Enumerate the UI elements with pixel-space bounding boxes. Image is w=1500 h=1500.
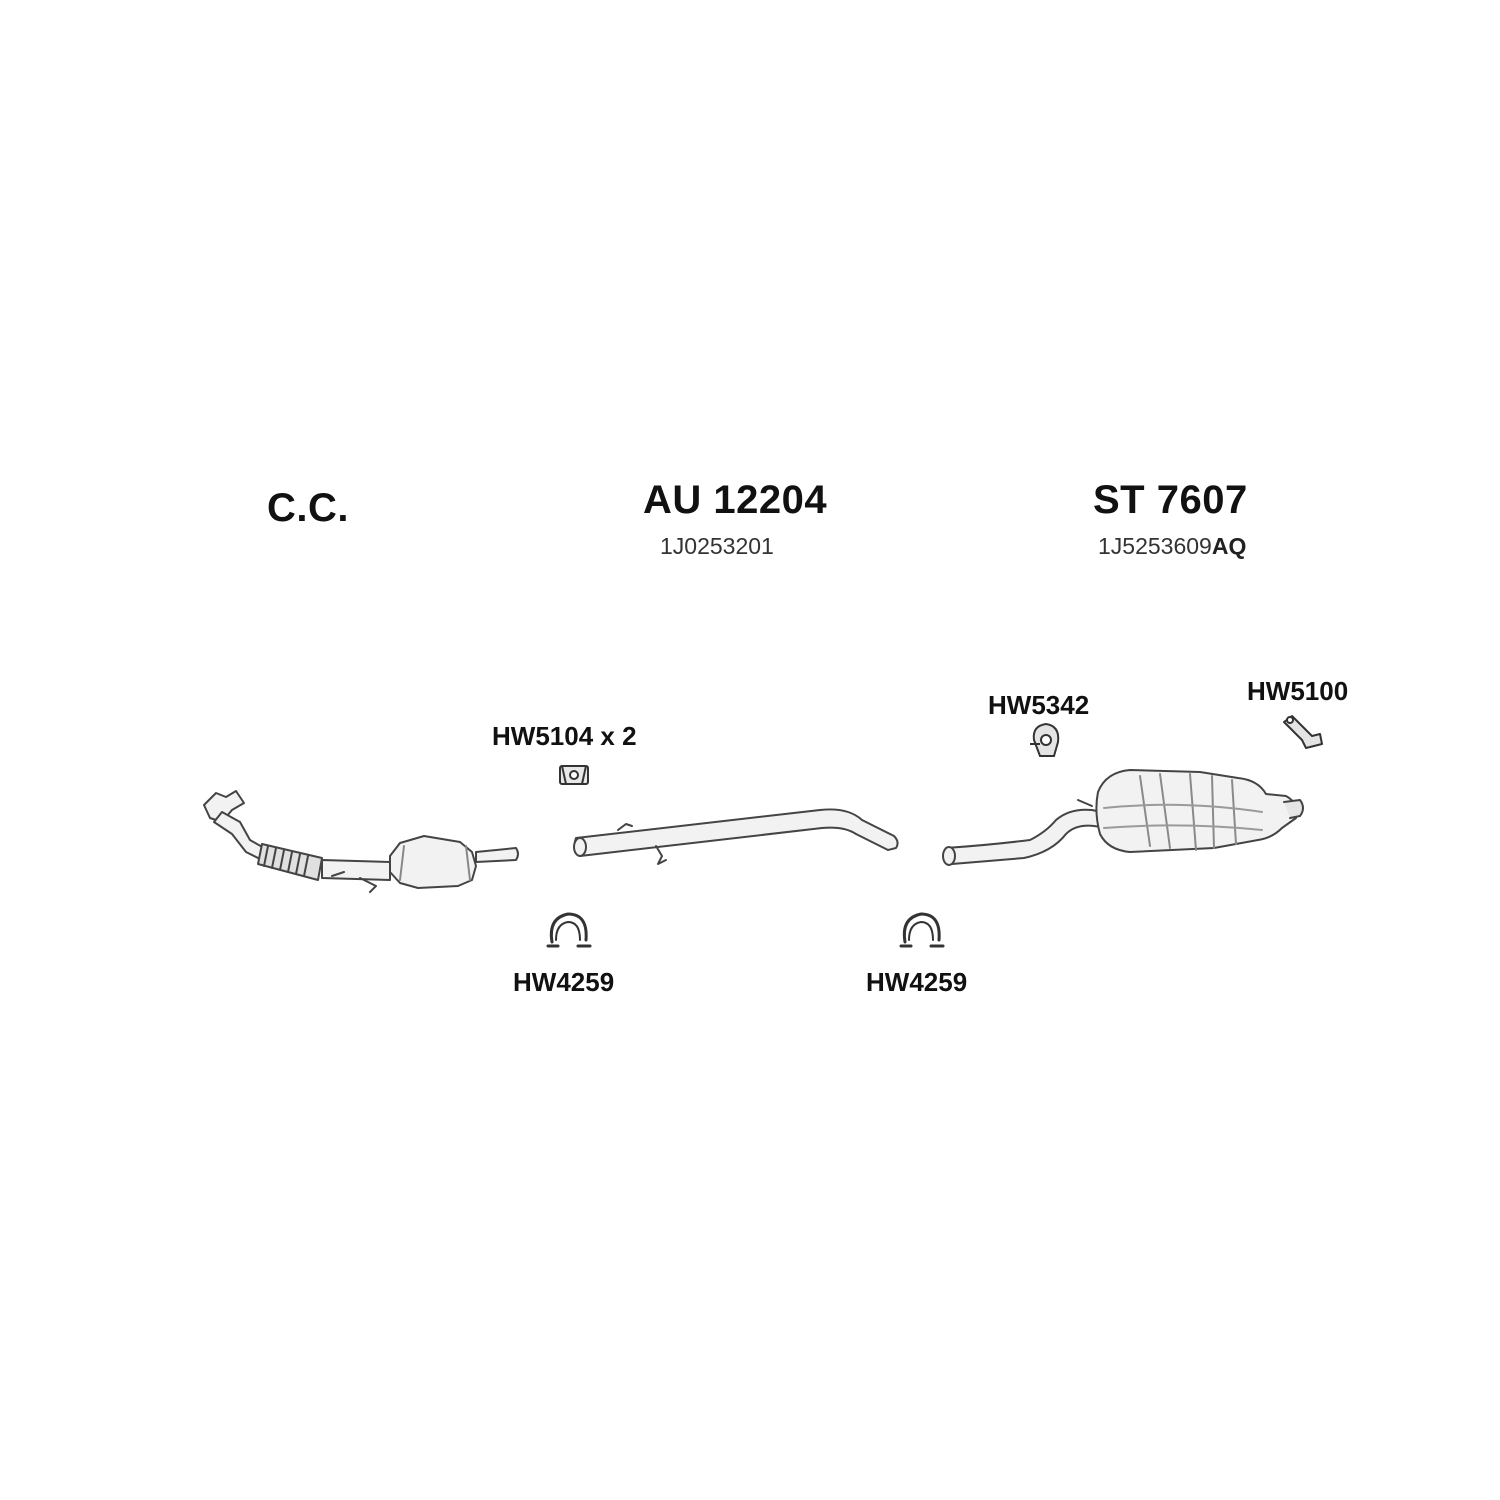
hw5342-rubber-mount-icon: [1030, 724, 1058, 756]
st-part-number-main: 1J5253609: [1098, 533, 1212, 559]
hw5104-hanger-icon: [560, 766, 588, 784]
au-title: AU 12204: [643, 478, 828, 522]
st-title: ST 7607: [1093, 478, 1248, 522]
rear-pipe-silencer: [943, 770, 1303, 865]
st-part-number-suffix: AQ: [1211, 533, 1247, 559]
hw4259-right-label: HW4259: [866, 967, 968, 997]
front-pipe-catalytic-converter: [204, 791, 518, 892]
cc-title: C.C.: [267, 486, 349, 530]
hw5342-label: HW5342: [988, 690, 1090, 720]
hw5100-label: HW5100: [1247, 676, 1349, 706]
au-part-number: 1J0253201: [660, 533, 774, 559]
hw5104-label: HW5104 x 2: [492, 721, 637, 751]
hw4259-left-label: HW4259: [513, 967, 615, 997]
middle-pipe: [574, 809, 898, 864]
hw5100-bracket-icon: [1284, 716, 1322, 748]
st-part-number: 1J5253609AQ: [1098, 533, 1246, 560]
hw4259-clamp-left-icon: [548, 914, 590, 946]
hw4259-clamp-right-icon: [901, 914, 943, 946]
